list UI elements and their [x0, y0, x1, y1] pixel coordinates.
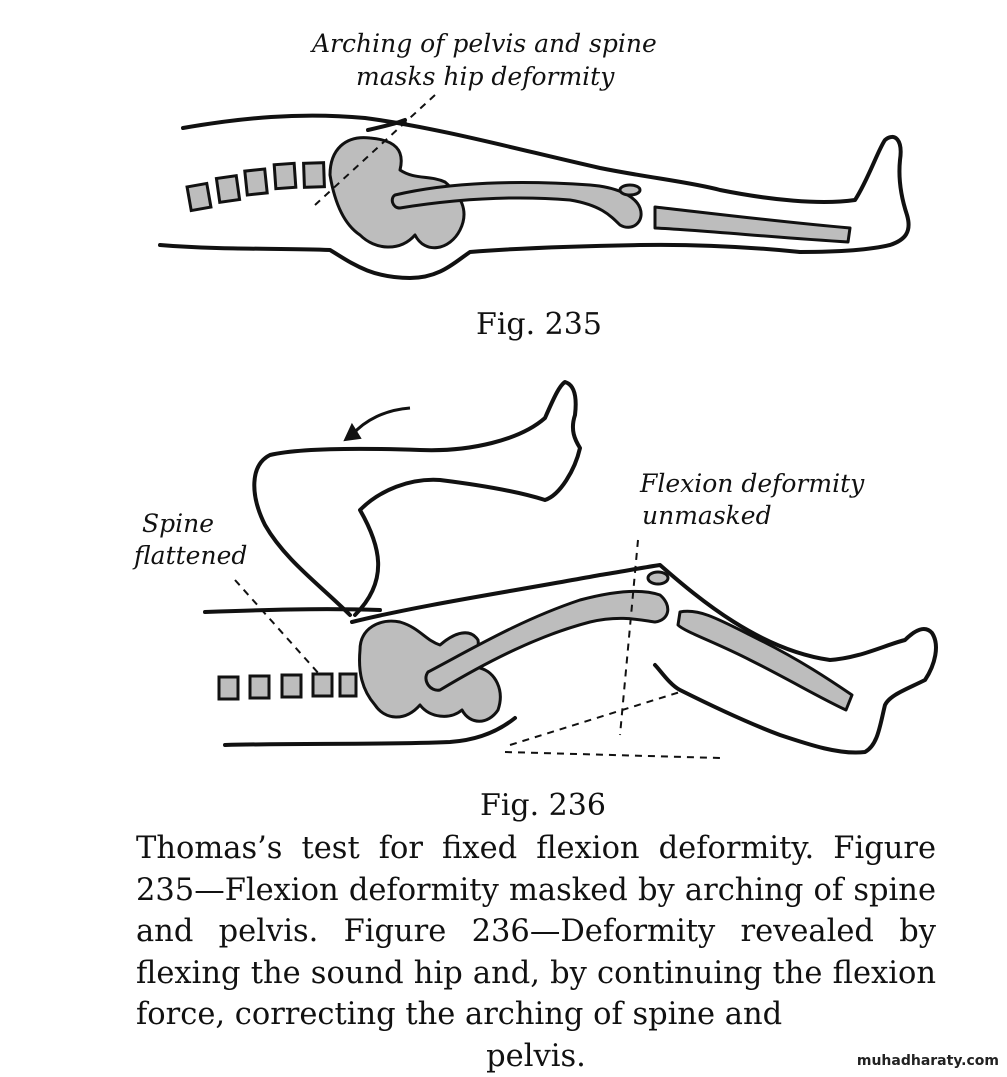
watermark: muhadharaty.com — [857, 1053, 999, 1069]
body-outline-top-236 — [205, 609, 380, 612]
body-outline-bottom-236 — [225, 718, 515, 745]
label-spine-line1: Spine — [142, 509, 214, 538]
label-arching-line2: masks hip deformity — [356, 62, 614, 91]
label-spine: Spine — [142, 508, 214, 539]
label-arching-2: masks hip deformity — [356, 61, 614, 92]
patella-236 — [648, 572, 668, 584]
flexed-leg-outline — [254, 382, 580, 615]
vertebrae-236 — [219, 674, 356, 699]
body-outline-bottom — [160, 245, 800, 278]
figure-235-caption: Fig. 235 — [476, 307, 602, 342]
figure-236-caption: Fig. 236 — [480, 788, 606, 823]
label-flexion-line1: Flexion deformity — [640, 469, 864, 498]
caption-last-line: pelvis. — [136, 1036, 936, 1077]
angle-line-horizontal — [505, 752, 720, 758]
label-flexion-2: unmasked — [642, 500, 772, 531]
label-flexion-line2: unmasked — [642, 501, 772, 530]
label-arching: Arching of pelvis and spine — [312, 28, 657, 59]
vertebrae-235 — [187, 163, 324, 211]
figure-caption-text: Thomas’s test for fixed flexion deformit… — [136, 828, 936, 1077]
angle-line-oblique — [510, 692, 680, 745]
label-arching-line1: Arching of pelvis and spine — [312, 29, 657, 58]
label-spine-line2: flattened — [134, 541, 247, 570]
curved-arrow-icon — [352, 408, 410, 435]
label-spine-2: flattened — [134, 540, 247, 571]
patella-235 — [620, 185, 640, 195]
label-flexion: Flexion deformity — [640, 468, 864, 499]
caption-body: Thomas’s test for fixed flexion deformit… — [136, 831, 936, 1032]
tibia-235 — [655, 207, 850, 242]
pointer-line-spine — [235, 580, 320, 675]
